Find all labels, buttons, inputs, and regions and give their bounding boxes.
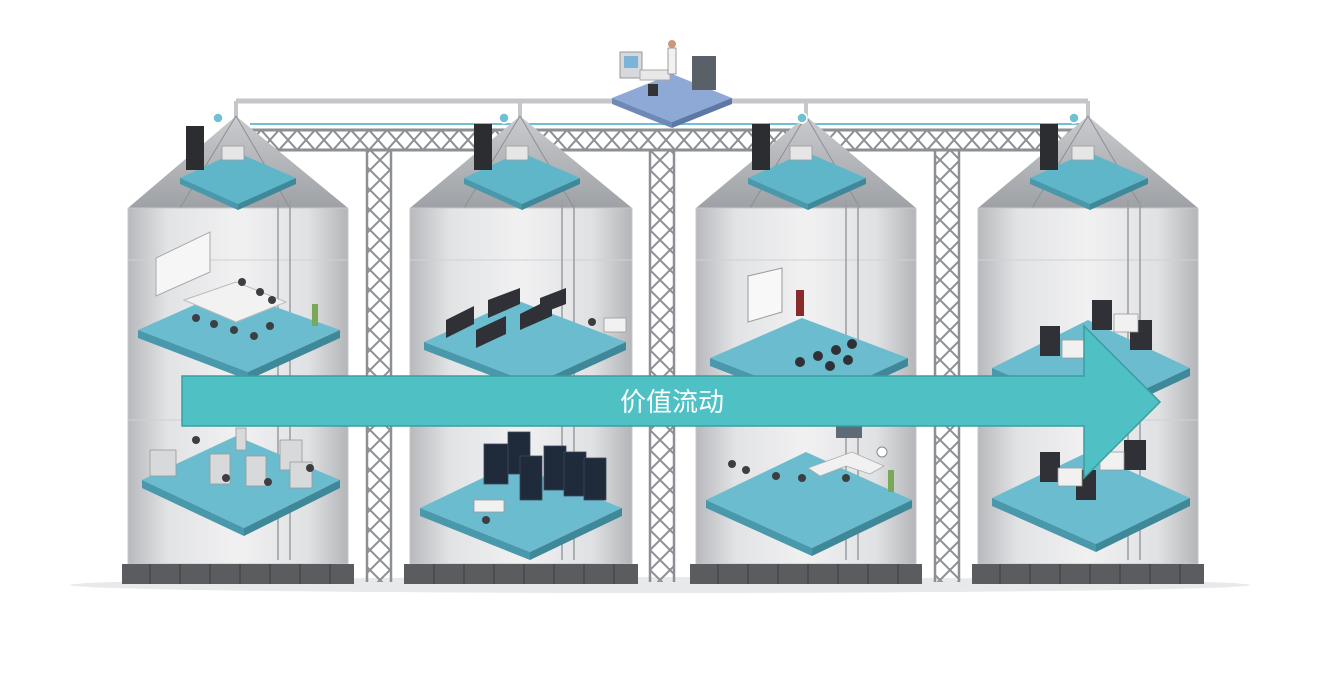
silo-2 bbox=[404, 112, 638, 584]
truss-1 bbox=[365, 150, 393, 582]
arrow-shape bbox=[181, 324, 1162, 480]
silo-3 bbox=[690, 112, 922, 584]
silo-1 bbox=[122, 112, 354, 584]
truss-2 bbox=[648, 150, 676, 582]
value-flow-arrow: 价值流动 bbox=[181, 324, 1162, 480]
truss-3 bbox=[933, 150, 961, 582]
top-office-platform bbox=[612, 40, 732, 128]
flow-arrow-label: 价值流动 bbox=[620, 388, 724, 418]
horizontal-truss-bridge bbox=[240, 123, 1090, 152]
vertical-trusses bbox=[365, 150, 961, 582]
